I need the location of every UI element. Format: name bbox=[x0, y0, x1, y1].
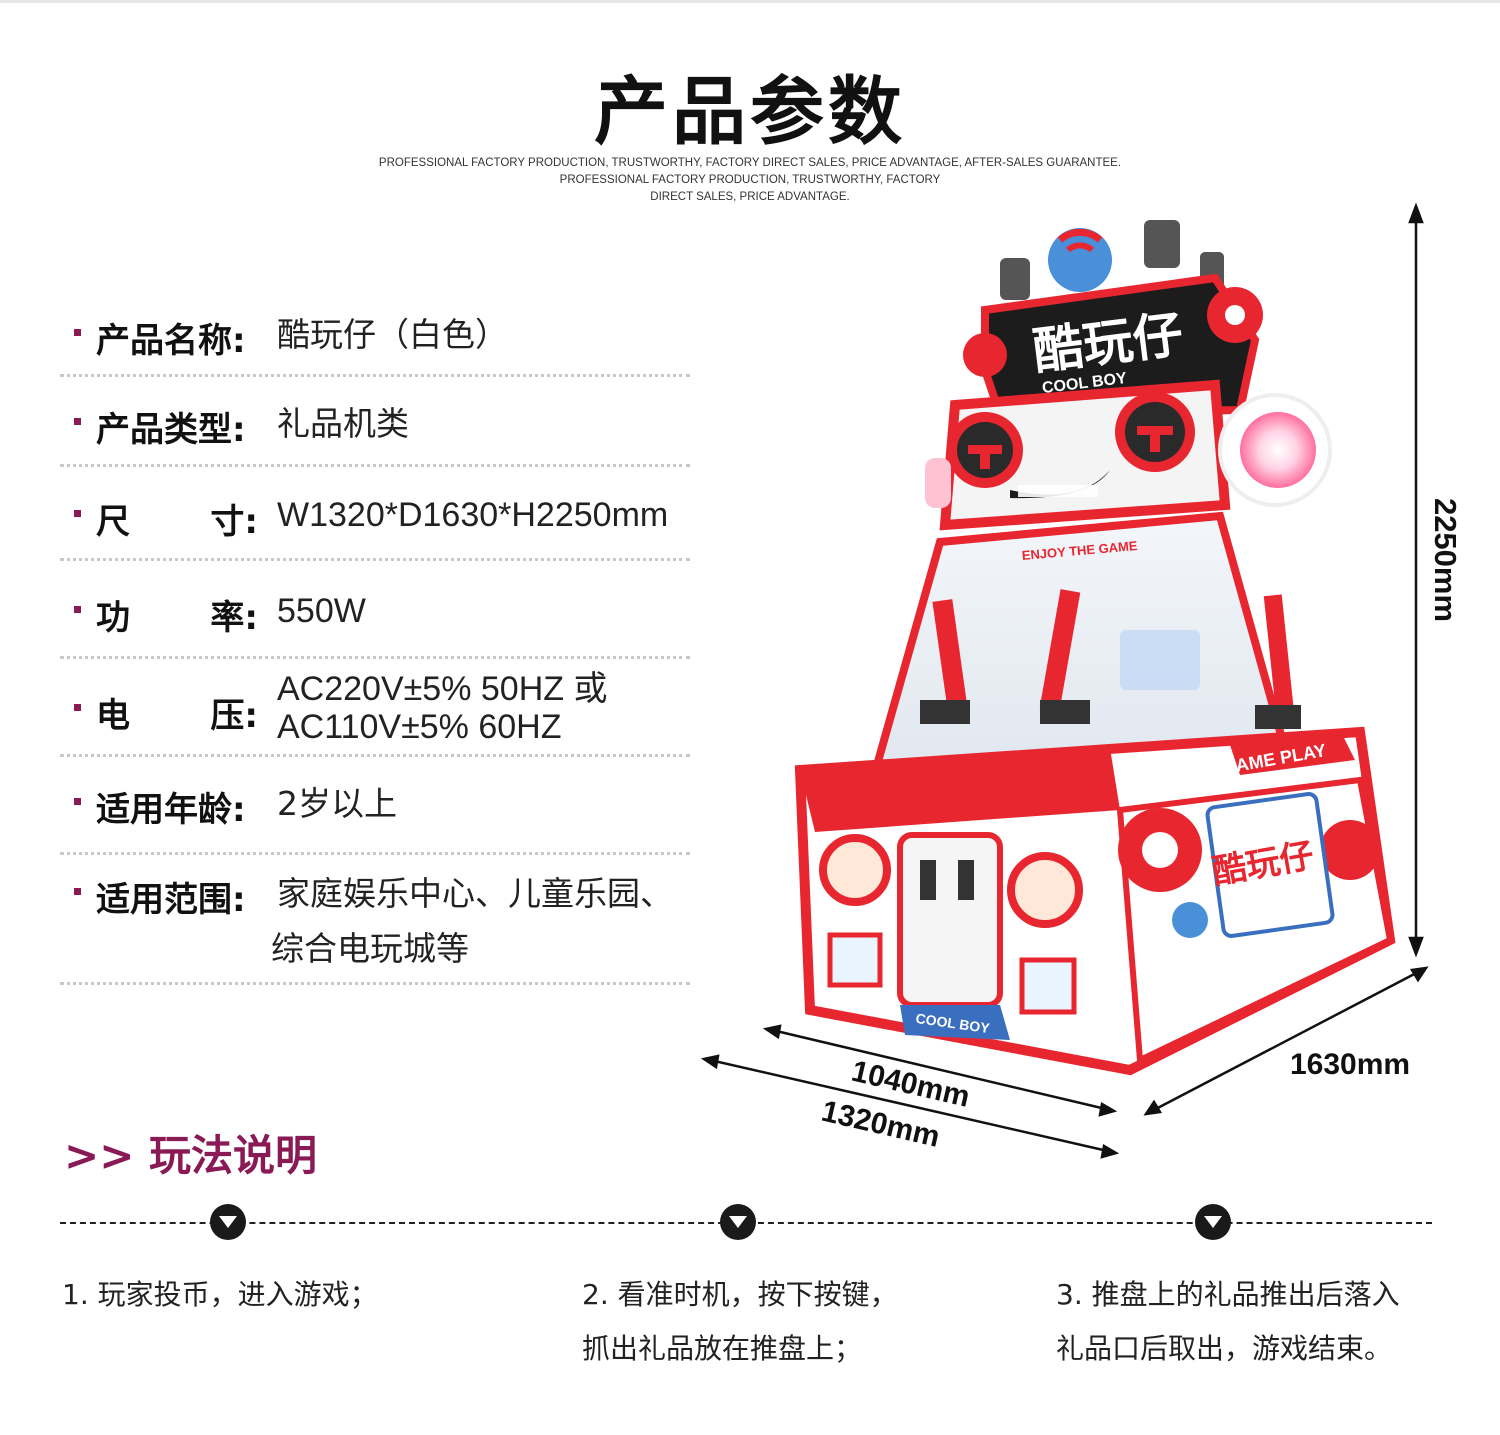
spec-label: 适用年龄: bbox=[96, 790, 246, 830]
spec-value-line-1: 家庭娱乐中心、儿童乐园、 bbox=[277, 874, 673, 913]
spec-label: 尺 寸: bbox=[96, 494, 258, 543]
divider bbox=[60, 982, 690, 985]
bullet-icon bbox=[74, 418, 81, 425]
bullet-icon bbox=[74, 510, 81, 517]
step-2-line-2: 抓出礼品放在推盘上； bbox=[582, 1332, 863, 1365]
bullet-icon bbox=[74, 888, 81, 895]
machine-base: GAME PLAY 酷玩仔 COOL BOY bbox=[794, 726, 1396, 1076]
divider bbox=[60, 852, 690, 855]
step-3-line-2: 礼品口后取出，游戏结束。 bbox=[1056, 1332, 1393, 1365]
step-2-line-1: 2. 看准时机，按下按键， bbox=[582, 1278, 898, 1311]
product-image: 酷玩仔 COOL BOY ENJOY THE GAME bbox=[700, 202, 1463, 1159]
spec-row-voltage: 电 压: AC220V±5% 50HZ 或 AC110V±5% 60HZ bbox=[60, 670, 690, 750]
spec-label-part: 尺 bbox=[96, 502, 130, 542]
step-1: 1. 玩家投币，进入游戏； bbox=[62, 1268, 378, 1322]
subtitle-line-2: PROFESSIONAL FACTORY PRODUCTION, TRUSTWO… bbox=[559, 174, 941, 186]
spec-value: 礼品机类 bbox=[277, 404, 409, 443]
divider bbox=[60, 464, 690, 467]
divider bbox=[60, 374, 690, 377]
spec-value: 2岁以上 bbox=[277, 784, 397, 823]
step-2-marker-icon bbox=[720, 1204, 756, 1240]
spec-value-line-1: AC220V±5% 50HZ 或 bbox=[277, 670, 608, 708]
spec-row-scope: 适用范围: 家庭娱乐中心、儿童乐园、 综合电玩城等 bbox=[60, 872, 690, 982]
step-1-line-1: 1. 玩家投币，进入游戏； bbox=[62, 1278, 378, 1311]
spec-label: 适用范围: bbox=[96, 880, 246, 920]
spec-value: 酷玩仔（白色） bbox=[277, 315, 508, 354]
spec-value-line-2: 综合电玩城等 bbox=[271, 929, 469, 968]
bullet-icon bbox=[74, 606, 81, 613]
bullet-icon bbox=[74, 704, 81, 711]
page-title: 产品参数 bbox=[594, 69, 906, 155]
spec-label-part: 率: bbox=[210, 598, 258, 638]
divider bbox=[60, 558, 690, 561]
bullet-icon bbox=[74, 329, 81, 336]
howto-title: >> 玩法说明 bbox=[64, 1131, 318, 1180]
step-3-marker-icon bbox=[1195, 1204, 1231, 1240]
robot-head bbox=[925, 379, 1332, 531]
spec-row-type: 产品类型: 礼品机类 bbox=[60, 402, 690, 452]
spec-label: 电 压: bbox=[96, 688, 258, 737]
divider bbox=[60, 754, 690, 757]
step-3: 3. 推盘上的礼品推出后落入 礼品口后取出，游戏结束。 bbox=[1056, 1268, 1400, 1376]
spec-label-part: 压: bbox=[210, 696, 258, 736]
spec-row-name: 产品名称: 酷玩仔（白色） bbox=[60, 313, 690, 363]
top-border bbox=[0, 0, 1500, 3]
spec-label: 产品类型: bbox=[96, 410, 246, 450]
subtitle-line-1: PROFESSIONAL FACTORY PRODUCTION, TRUSTWO… bbox=[378, 157, 1122, 169]
spec-label-part: 寸: bbox=[210, 502, 258, 542]
spec-label-part: 电 bbox=[96, 696, 130, 736]
spec-label-part: 功 bbox=[96, 598, 130, 638]
spec-row-size: 尺 寸: W1320*D1630*H2250mm bbox=[60, 494, 690, 544]
page-subtitle: PROFESSIONAL FACTORY PRODUCTION, TRUSTWO… bbox=[0, 155, 1500, 206]
spec-label: 产品名称: bbox=[96, 321, 246, 361]
spec-value: 550W bbox=[277, 592, 366, 630]
step-3-line-1: 3. 推盘上的礼品推出后落入 bbox=[1056, 1278, 1400, 1311]
subtitle-line-3: DIRECT SALES, PRICE ADVANTAGE. bbox=[650, 191, 850, 203]
step-1-marker-icon bbox=[210, 1204, 246, 1240]
spec-row-power: 功 率: 550W bbox=[60, 590, 690, 640]
spec-row-age: 适用年龄: 2岁以上 bbox=[60, 782, 690, 832]
height-label: 2250mm bbox=[1428, 498, 1463, 622]
divider bbox=[60, 656, 690, 659]
spec-value: W1320*D1630*H2250mm bbox=[277, 496, 669, 534]
dimension-lines bbox=[700, 202, 1429, 1159]
spec-value-line-2: AC110V±5% 60HZ bbox=[277, 708, 562, 746]
depth-label: 1630mm bbox=[1290, 1048, 1410, 1081]
bullet-icon bbox=[74, 798, 81, 805]
spec-label: 功 率: bbox=[96, 590, 258, 639]
step-2: 2. 看准时机，按下按键， 抓出礼品放在推盘上； bbox=[582, 1268, 898, 1376]
